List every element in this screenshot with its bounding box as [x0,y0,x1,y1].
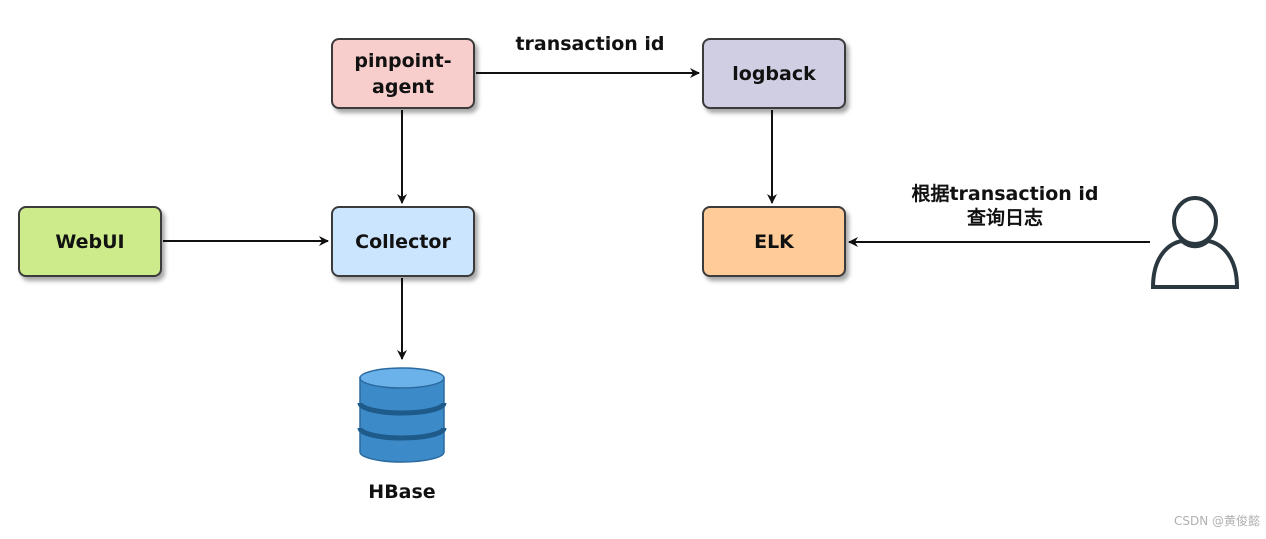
collector-label: Collector [355,230,451,253]
pinpoint-agent-label-line1: pinpoint- [354,49,452,72]
pinpoint-agent-node[interactable]: pinpoint- agent [331,38,475,109]
webui-label: WebUI [55,230,125,253]
webui-node[interactable]: WebUI [18,206,162,277]
hbase-label: HBase [368,481,436,503]
pinpoint-agent-label-line2: agent [372,75,434,98]
logback-label: logback [732,62,816,85]
logback-node[interactable]: logback [702,38,846,109]
query-log-label-line2: 查询日志 [966,207,1043,229]
watermark: CSDN @黄俊懿 [1173,514,1260,528]
elk-node[interactable]: ELK [702,206,846,277]
query-log-label-line1: 根据transaction id [911,183,1099,205]
transaction-id-edge-label: transaction id [515,33,665,55]
collector-node[interactable]: Collector [331,206,475,277]
user-icon [1150,196,1240,289]
database-icon [357,367,447,463]
query-log-edge-label: 根据transaction id 查询日志 [890,182,1120,230]
elk-label: ELK [754,230,794,253]
